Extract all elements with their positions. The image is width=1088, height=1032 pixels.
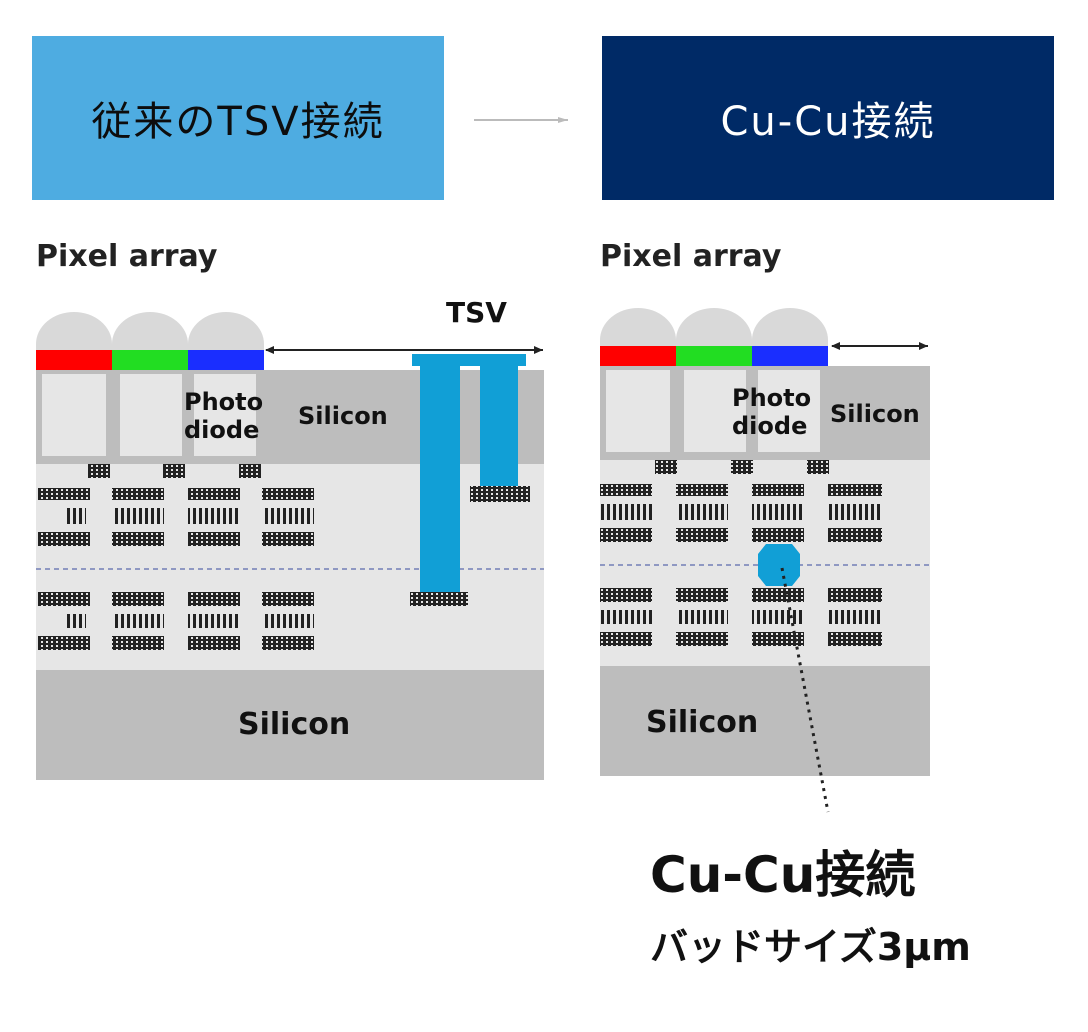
right-pixel-array-heading: Pixel array [600,239,782,274]
left-filter-blue [188,350,264,370]
right-photodiode-3 [758,370,820,452]
right-contact [655,460,677,474]
right-filter-blue [752,346,828,366]
left-microlens-2 [112,312,188,350]
conventional-tsv-title: 従来のTSV接続 [91,99,385,145]
right-lower-silicon [600,666,930,776]
right-photo-label: Photo [732,384,811,412]
conventional-tsv-banner: 従来のTSV接続 [32,36,444,200]
right-filter-green [676,346,752,366]
right-microlens-2 [676,308,752,346]
left-photodiode-2 [120,374,182,456]
left-photodiode-3 [194,374,256,456]
left-lower-wiring [38,592,314,650]
left-microlens-1 [36,312,112,350]
cu-cu-banner: Cu-Cu接続 [602,36,1054,200]
callout-leader-line [780,567,830,813]
right-microlens-3 [752,308,828,346]
cu-cu-title: Cu-Cu接続 [720,99,936,145]
right-photodiode-2 [684,370,746,452]
left-cross-section: TSV Photo diode Silicon Silicon [36,296,544,780]
left-photodiode-1 [42,374,106,456]
callout-title: Cu-Cu接続 [650,846,915,904]
right-filter-red [600,346,676,366]
left-lower-silicon [36,670,544,780]
left-upper-silicon [36,370,544,464]
right-upper-wiring [600,484,882,542]
left-microlens-3 [188,312,264,350]
right-contact [807,460,829,474]
left-contact [163,464,185,478]
right-upper-silicon-label: Silicon [830,400,920,428]
left-contact [239,464,261,478]
left-lower-silicon-label: Silicon [238,707,350,742]
right-photodiode-1 [606,370,670,452]
right-diode-label: diode [732,412,807,440]
right-contact [731,460,753,474]
tsv-structure [410,354,530,606]
left-pixel-array-heading: Pixel array [36,239,218,274]
left-diode-label: diode [184,416,259,444]
cu-cu-pad [758,544,800,586]
left-contact [88,464,110,478]
left-upper-wiring [38,488,314,546]
right-lower-silicon-label: Silicon [646,705,758,740]
callout-subtitle: バッドサイズ3μm [650,925,971,969]
left-upper-silicon-label: Silicon [298,402,388,430]
left-filter-red [36,350,112,370]
left-photo-label: Photo [184,388,263,416]
right-cross-section: Photo diode Silicon Silicon [600,308,930,776]
right-microlens-1 [600,308,676,346]
right-lower-wiring [600,588,882,646]
left-filter-green [112,350,188,370]
tsv-label: TSV [446,296,507,329]
